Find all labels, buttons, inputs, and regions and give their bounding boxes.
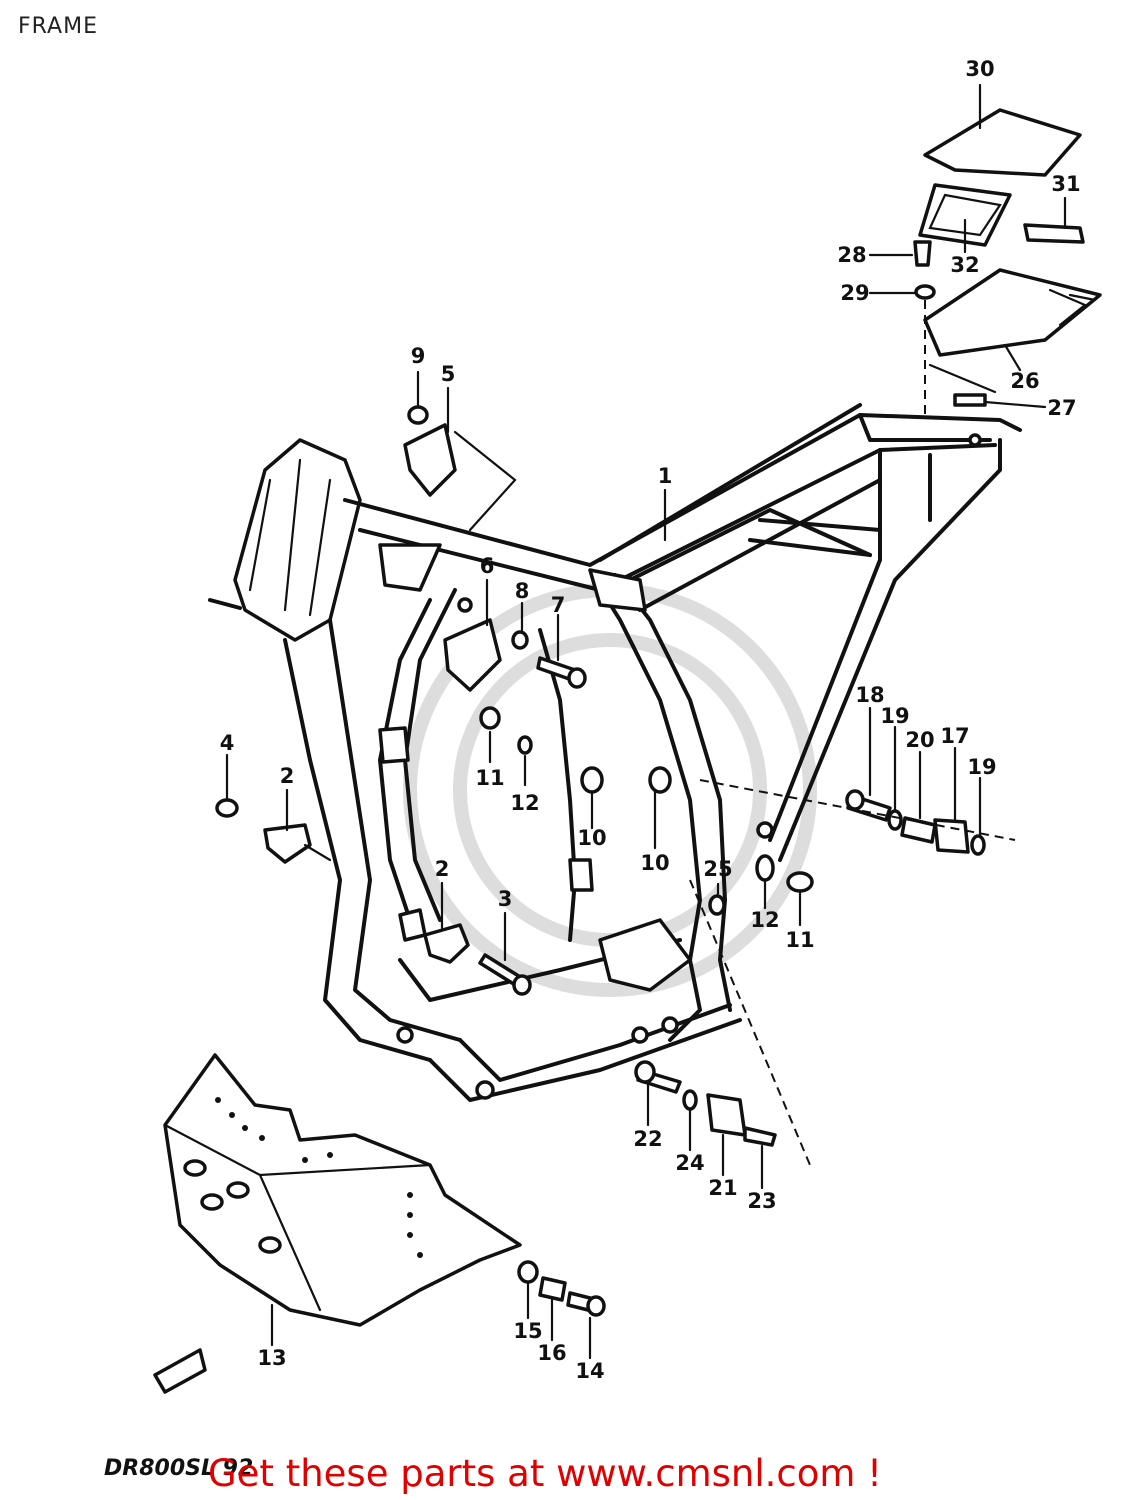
callout-13: 13 xyxy=(257,1346,286,1370)
page-title: FRAME xyxy=(18,14,98,39)
callout-10-right: 10 xyxy=(640,851,669,875)
main-frame xyxy=(208,403,1022,1102)
callout-6: 6 xyxy=(480,554,495,578)
callout-7: 7 xyxy=(551,593,566,617)
callout-2-upper: 2 xyxy=(280,764,295,788)
callout-32: 32 xyxy=(950,253,979,277)
leader-lines xyxy=(225,83,1067,1360)
rear-bracket-group xyxy=(913,108,1102,407)
callout-16: 16 xyxy=(537,1341,566,1365)
callout-3: 3 xyxy=(498,887,513,911)
callout-labels: 30 31 32 28 29 26 27 1 9 5 6 8 7 11 12 4… xyxy=(220,57,1081,1383)
callout-25: 25 xyxy=(703,857,732,881)
callout-2-lower: 2 xyxy=(435,857,450,881)
callout-30: 30 xyxy=(965,57,994,81)
callout-4: 4 xyxy=(220,731,235,755)
callout-26: 26 xyxy=(1010,369,1039,393)
callout-1: 1 xyxy=(658,464,673,488)
callout-31: 31 xyxy=(1051,172,1080,196)
callout-12-left: 12 xyxy=(510,791,539,815)
callout-11-left: 11 xyxy=(475,766,504,790)
callout-28: 28 xyxy=(837,243,866,267)
callout-9: 9 xyxy=(411,344,426,368)
callout-19-upper: 19 xyxy=(880,704,909,728)
callout-29: 29 xyxy=(840,281,869,305)
callout-17: 17 xyxy=(940,724,969,748)
callout-12-right: 12 xyxy=(750,908,779,932)
callout-24: 24 xyxy=(675,1151,704,1175)
callout-14: 14 xyxy=(575,1359,604,1383)
callout-23: 23 xyxy=(747,1189,776,1213)
callout-10-left: 10 xyxy=(577,826,606,850)
model-code: DR800SL 92 xyxy=(104,1456,254,1481)
skid-plate xyxy=(163,1053,522,1327)
callout-18: 18 xyxy=(855,683,884,707)
callout-21: 21 xyxy=(708,1176,737,1200)
callout-11-right: 11 xyxy=(785,928,814,952)
callout-5: 5 xyxy=(441,362,456,386)
callout-22: 22 xyxy=(633,1127,662,1151)
footer-link-banner[interactable]: Get these parts at www.cmsnl.com ! xyxy=(208,1452,883,1495)
callout-15: 15 xyxy=(513,1319,542,1343)
callout-19-lower: 19 xyxy=(967,755,996,779)
callout-8: 8 xyxy=(515,579,530,603)
callout-20: 20 xyxy=(905,728,934,752)
callout-27: 27 xyxy=(1047,396,1076,420)
